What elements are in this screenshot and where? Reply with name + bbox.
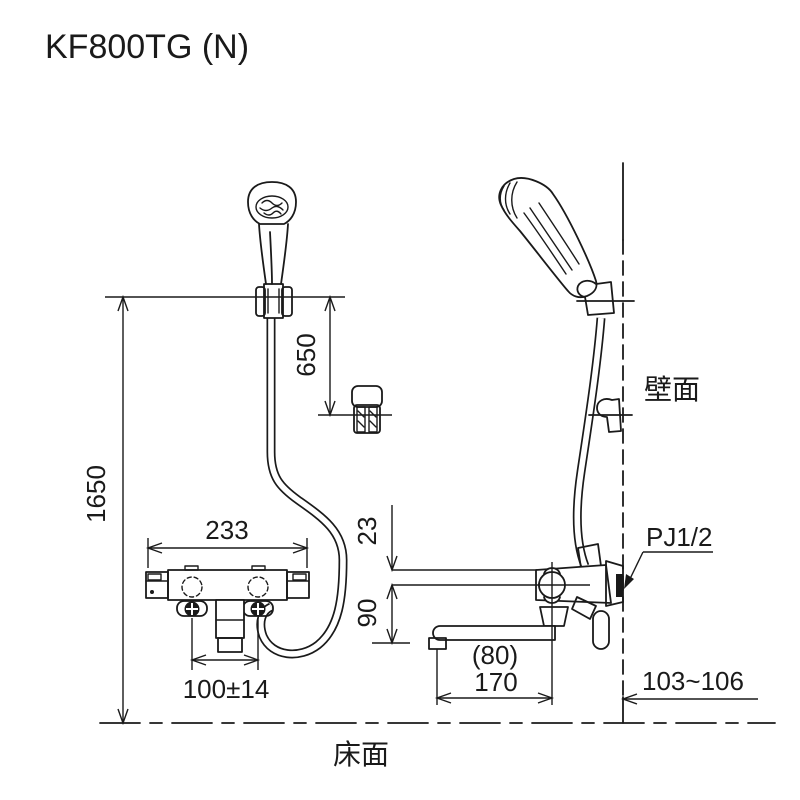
- dim-100-14: 100±14: [183, 674, 270, 704]
- dim-233: 233: [205, 515, 248, 545]
- spare-hook-detail: [351, 385, 383, 434]
- drawing-text: KF800TG (N) 233 100±14 1650 650 23 90 (8…: [45, 28, 744, 770]
- shower-holder-front: [255, 283, 293, 319]
- dim-23: 23: [352, 517, 382, 546]
- dim-170: 170: [474, 667, 517, 697]
- valve-body-front: [145, 565, 310, 653]
- page-title: KF800TG (N): [45, 28, 249, 66]
- shower-hose-side: [572, 317, 606, 568]
- dim-650: 650: [291, 333, 321, 376]
- dim-1650: 1650: [81, 465, 111, 523]
- shower-head-side: [498, 177, 598, 299]
- dim-103-106: 103~106: [642, 666, 744, 696]
- label-pj12: PJ1/2: [646, 522, 713, 552]
- label-floor-surface: 床面: [333, 739, 389, 770]
- spare-hook-side: [588, 398, 633, 433]
- dim-90: 90: [352, 599, 382, 628]
- shower-holder-side: [576, 279, 635, 316]
- side-view: [428, 162, 635, 724]
- shower-hose-front: [256, 318, 348, 659]
- valve-body-side: [428, 543, 624, 650]
- label-wall-surface: 壁面: [644, 374, 700, 405]
- dim-80: (80): [472, 640, 518, 670]
- front-view: [145, 181, 383, 659]
- shower-head-front: [247, 181, 297, 285]
- dimension-lines: [99, 294, 776, 726]
